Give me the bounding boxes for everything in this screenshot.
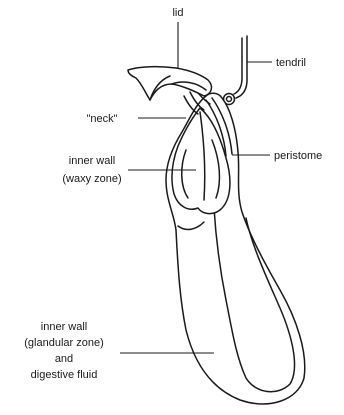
label-peristome: peristome — [274, 150, 322, 162]
label-tendril: tendril — [276, 57, 306, 69]
label-inner-wall-waxy-line1: inner wall — [69, 155, 115, 167]
label-lid: lid — [172, 7, 183, 19]
tendril-drawing — [224, 36, 248, 105]
label-inner-wall-glandular-line2: (glandular zone) — [24, 337, 104, 349]
label-inner-wall-waxy-line2: (waxy zone) — [62, 173, 121, 185]
label-neck: "neck" — [86, 113, 117, 125]
label-inner-wall-glandular-line3: and — [55, 353, 73, 365]
label-inner-wall-glandular-line4: digestive fluid — [31, 369, 98, 381]
label-inner-wall-glandular-line1: inner wall — [41, 321, 87, 333]
